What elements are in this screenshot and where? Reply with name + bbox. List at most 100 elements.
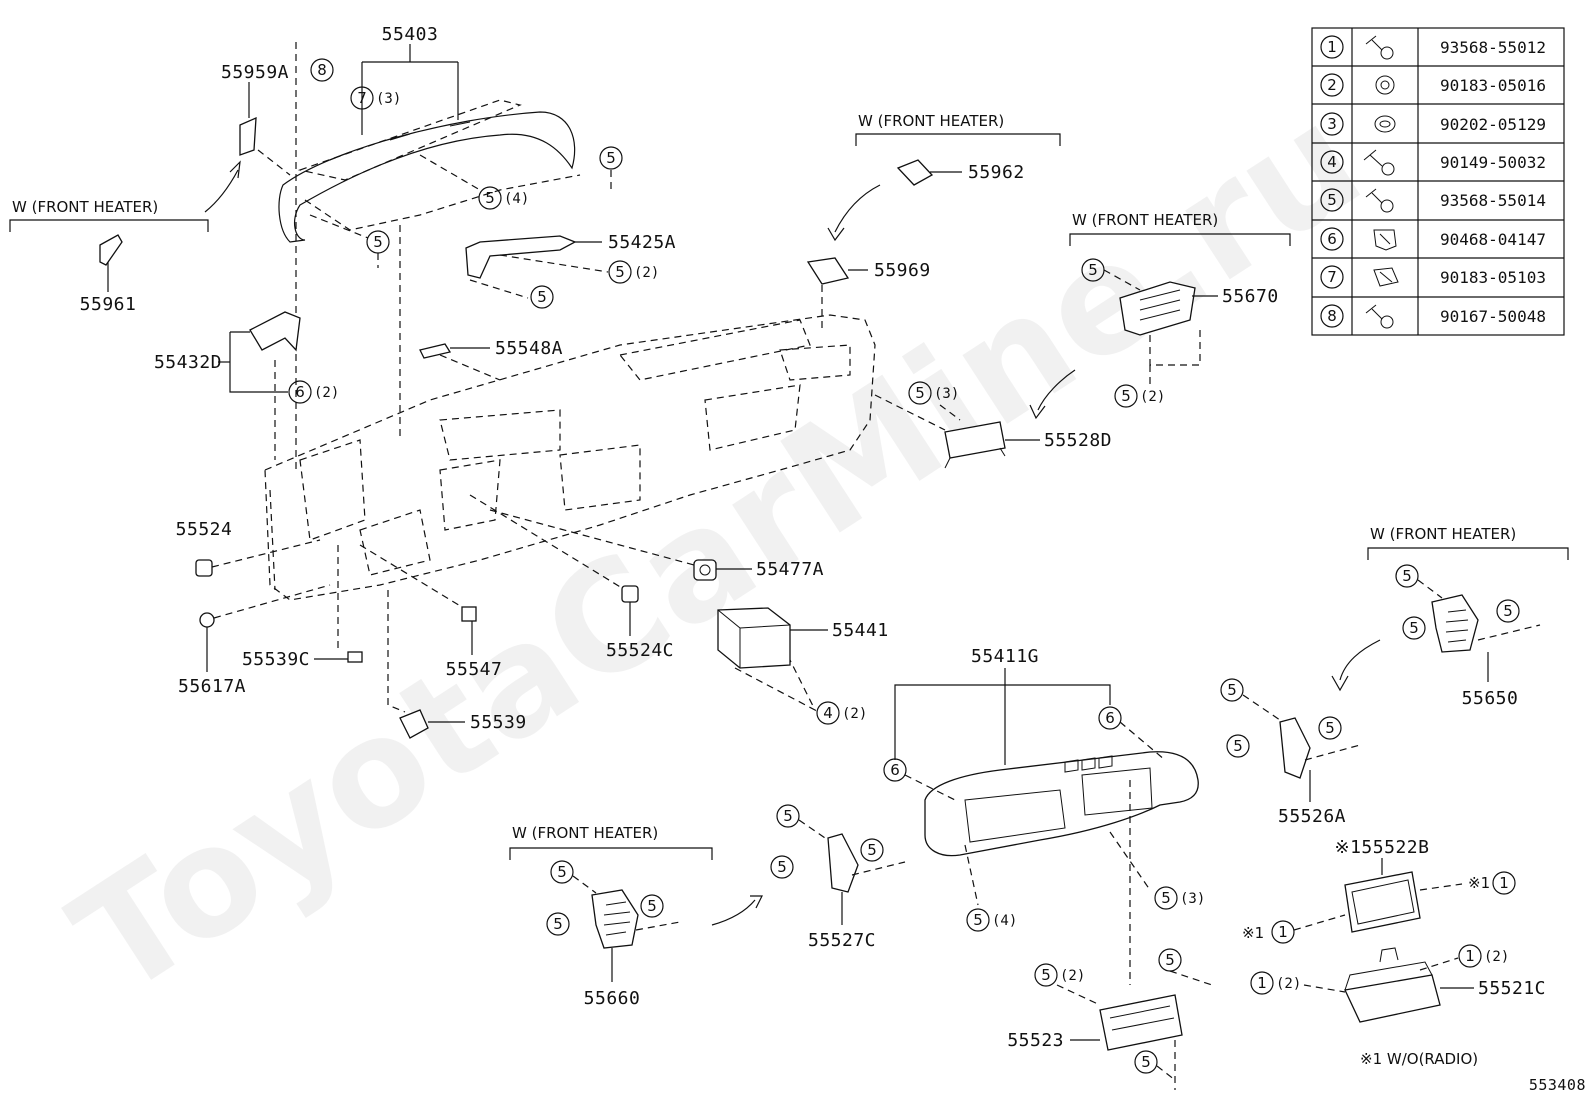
svg-text:90468-04147: 90468-04147 [1440, 230, 1546, 249]
svg-text:5: 5 [973, 911, 983, 929]
svg-text:5: 5 [915, 384, 925, 402]
part-label-55528D: 55528D [1044, 430, 1112, 451]
part-55528D: 55528D 5 (3) [874, 381, 1112, 469]
part-55650: 55650 5 5 5 [1331, 564, 1541, 709]
part-label-55411G: 55411G [971, 646, 1039, 667]
part-label-55547: 55547 [446, 659, 503, 680]
svg-text:5: 5 [537, 288, 547, 306]
part-label-55523: 55523 [1007, 1030, 1064, 1051]
svg-text:5: 5 [1325, 719, 1335, 737]
part-55527C: 55527C 5 5 5 [770, 804, 906, 951]
svg-text:5: 5 [777, 858, 787, 876]
part-55959A: 55959A [221, 62, 291, 176]
svg-text:1: 1 [1257, 974, 1267, 992]
part-55425A: 55425A 5 (2) 5 [465, 232, 676, 309]
part-55539C: 55539C [242, 545, 363, 670]
svg-text:1: 1 [1499, 874, 1509, 892]
part-55547: 55547 [359, 544, 503, 680]
svg-text:2: 2 [1327, 76, 1337, 94]
callout-7: 7 (3) [350, 86, 401, 110]
svg-text:1: 1 [1465, 947, 1475, 965]
variant-bracket-bottom-left: W (FRONT HEATER) [509, 824, 713, 860]
screw-icon [1365, 304, 1394, 329]
svg-text:W (FRONT HEATER): W (FRONT HEATER) [512, 824, 658, 842]
part-label-55432D: 55432D [154, 352, 222, 373]
svg-text:5: 5 [606, 149, 616, 167]
svg-text:※1: ※1 [1242, 924, 1264, 942]
legend-row: 8 90167-50048 [1320, 304, 1546, 329]
svg-text:5: 5 [553, 915, 563, 933]
part-label-55617A: 55617A [178, 676, 246, 697]
part-label-55527C: 55527C [808, 930, 876, 951]
svg-text:W (FRONT HEATER): W (FRONT HEATER) [1370, 525, 1516, 543]
variant-bracket-right: W (FRONT HEATER) [1069, 211, 1291, 246]
fastener-legend-table: 1 93568-55012 2 90183-05016 3 90202-0512… [1311, 27, 1565, 336]
svg-text:5: 5 [1409, 619, 1419, 637]
svg-text:※1: ※1 [1468, 874, 1490, 892]
svg-text:(4): (4) [504, 191, 529, 207]
part-label-55521C: 55521C [1478, 978, 1546, 999]
svg-text:(2): (2) [634, 265, 659, 281]
svg-text:5: 5 [1402, 567, 1412, 585]
part-55521C: 55521C 1 (2) 1 (2) [1250, 944, 1546, 1023]
part-label-55441: 55441 [832, 620, 889, 641]
part-label-55961: 55961 [80, 294, 137, 315]
footnote: ※1 W/O(RADIO) [1360, 1050, 1478, 1068]
svg-text:5: 5 [1121, 387, 1131, 405]
legend-row: 5 93568-55014 [1320, 188, 1546, 213]
part-55670: 55670 5 5 (2) [1029, 258, 1278, 420]
callout-5: 5 [599, 146, 623, 190]
legend-row: 4 90149-50032 [1320, 149, 1546, 176]
svg-text:90202-05129: 90202-05129 [1440, 115, 1546, 134]
part-label-55650: 55650 [1462, 688, 1519, 709]
variant-bracket-left: W (FRONT HEATER) [9, 160, 241, 232]
part-label-55526A: 55526A [1278, 806, 1346, 827]
part-55477A: 55477A [489, 509, 824, 581]
svg-text:5: 5 [783, 807, 793, 825]
instrument-panel-outline [264, 314, 876, 601]
svg-text:(2): (2) [314, 385, 339, 401]
screw-icon [1365, 188, 1394, 213]
svg-text:1: 1 [1327, 38, 1337, 56]
svg-text:(3): (3) [1180, 891, 1205, 907]
svg-text:5: 5 [1161, 889, 1171, 907]
variant-bracket-bottom-right: W (FRONT HEATER) [1367, 525, 1569, 560]
svg-text:5: 5 [615, 263, 625, 281]
svg-text:4: 4 [1327, 153, 1337, 171]
legend-row: 3 90202-05129 [1320, 112, 1546, 136]
svg-text:6: 6 [295, 383, 305, 401]
part-55524: 55524 [176, 519, 321, 577]
part-55523: 55523 5 (2) 5 5 [1007, 948, 1213, 1090]
part-55962: 55962 [827, 159, 1024, 242]
part-55961: 55961 [80, 234, 137, 315]
clip-icon [1373, 229, 1397, 251]
clip-icon [1373, 267, 1399, 287]
svg-text:W (FRONT HEATER): W (FRONT HEATER) [858, 112, 1004, 130]
legend-row: 6 90468-04147 [1320, 227, 1546, 251]
svg-text:5: 5 [1141, 1053, 1151, 1071]
part-label-55477A: 55477A [756, 559, 824, 580]
part-55524C: 55524C [469, 494, 674, 661]
part-label-55522B: ※155522B [1335, 837, 1430, 858]
washer-icon [1374, 115, 1396, 133]
svg-text:5: 5 [1327, 191, 1337, 209]
svg-text:(4): (4) [992, 913, 1017, 929]
part-label-55524C: 55524C [606, 640, 674, 661]
svg-text:(2): (2) [1484, 949, 1509, 965]
nut-icon [1375, 75, 1395, 95]
legend-row: 2 90183-05016 [1320, 73, 1546, 97]
callout-5-qty-4: 5 (4) [419, 154, 529, 210]
svg-text:5: 5 [1165, 951, 1175, 969]
part-55441: 55441 4 (2) [717, 607, 889, 725]
svg-text:(3): (3) [376, 91, 401, 107]
part-55403-upper-panel: 55403 [278, 24, 581, 243]
svg-text:5: 5 [1233, 737, 1243, 755]
part-55432D: 55432D 6 (2) [154, 311, 339, 460]
svg-text:5: 5 [1227, 681, 1237, 699]
part-label-55660: 55660 [584, 988, 641, 1009]
part-55539: 55539 [387, 590, 526, 739]
part-55526A: 55526A 5 5 5 [1220, 678, 1361, 827]
svg-text:90149-50032: 90149-50032 [1440, 153, 1546, 172]
svg-text:5: 5 [485, 189, 495, 207]
